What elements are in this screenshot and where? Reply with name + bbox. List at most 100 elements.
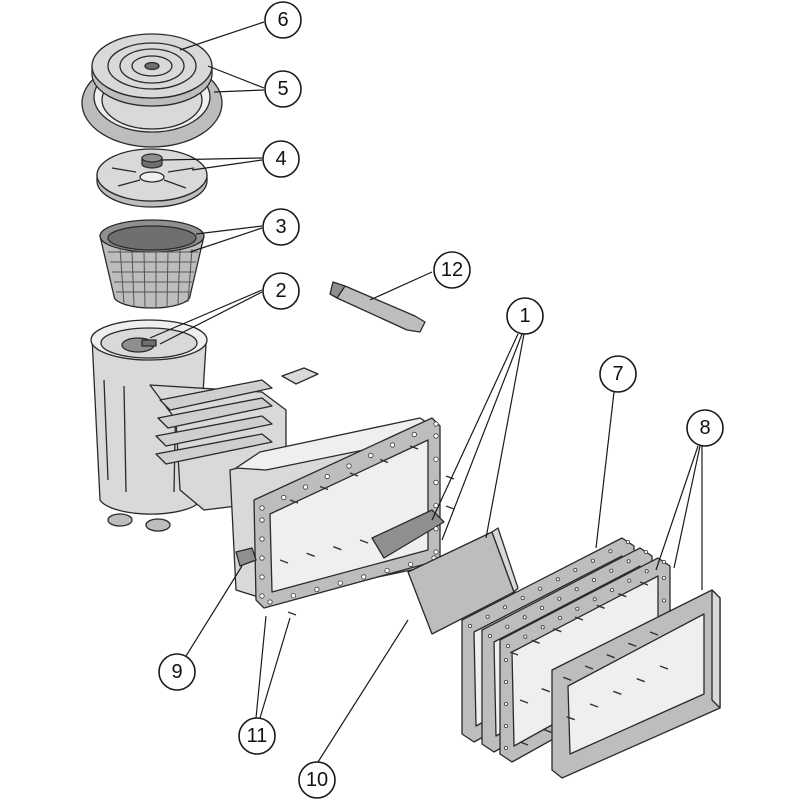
part-9-clip	[235, 547, 257, 567]
callout-1-label: 1	[519, 305, 530, 327]
screw	[553, 628, 562, 633]
callout-9: 9	[158, 653, 196, 691]
callout-3: 3	[262, 208, 300, 246]
hole	[662, 576, 667, 581]
hole	[433, 433, 439, 439]
callout-12: 12	[433, 251, 471, 289]
callout-6-label: 6	[277, 9, 288, 31]
hole	[384, 567, 390, 574]
screw	[319, 485, 329, 491]
hole	[281, 494, 287, 501]
hole	[522, 615, 527, 620]
screw	[636, 678, 645, 683]
hole	[433, 456, 439, 462]
hole	[662, 598, 667, 603]
hole	[573, 568, 578, 573]
hole	[259, 555, 265, 561]
hole	[467, 624, 472, 629]
screw	[306, 552, 315, 557]
hole	[503, 658, 508, 663]
part-4-plate	[96, 148, 208, 208]
hole	[555, 577, 560, 582]
screw	[519, 699, 529, 704]
screw	[543, 728, 552, 733]
hole	[411, 431, 417, 438]
callout-3-label: 3	[275, 216, 286, 238]
screw	[584, 665, 594, 670]
screw	[289, 499, 299, 504]
screw	[589, 703, 599, 708]
callout-10-label: 10	[306, 769, 328, 791]
hole	[302, 484, 309, 490]
hole	[259, 536, 265, 542]
hole	[389, 442, 396, 448]
screw	[379, 458, 389, 464]
screw	[566, 716, 575, 721]
hole	[487, 634, 492, 639]
hole	[540, 606, 545, 611]
callout-1: 1	[506, 297, 544, 335]
body-screws	[279, 445, 455, 616]
hole	[575, 606, 580, 611]
hole	[505, 644, 510, 649]
callout-9-label: 9	[171, 661, 182, 683]
hole	[267, 599, 273, 605]
screw	[613, 690, 622, 695]
screw	[628, 642, 637, 647]
callout-11: 11	[238, 717, 276, 755]
hole	[259, 593, 265, 599]
hole	[503, 702, 508, 707]
callout-4: 4	[262, 140, 300, 178]
hole	[608, 549, 613, 554]
hole	[592, 578, 597, 583]
hole	[337, 580, 343, 586]
hole	[503, 724, 508, 729]
callout-5: 5	[264, 70, 302, 108]
screw	[659, 665, 669, 670]
callout-5-label: 5	[277, 78, 288, 100]
screw	[596, 604, 605, 609]
screw	[279, 559, 289, 564]
screw	[333, 546, 342, 551]
hole	[259, 505, 265, 511]
hole	[346, 463, 352, 469]
hole	[503, 605, 508, 610]
part-12-glue-tube	[329, 281, 426, 333]
callout-2-label: 2	[275, 280, 286, 302]
screw	[618, 593, 627, 598]
leader-lines	[149, 21, 703, 763]
hole	[361, 574, 367, 580]
faceplate-screws	[509, 581, 669, 746]
screw	[574, 616, 584, 621]
callout-11-label: 11	[247, 725, 268, 747]
part-8-faceplate	[551, 589, 721, 779]
part-6-lid	[91, 33, 213, 107]
hole	[505, 624, 510, 629]
hole	[314, 586, 320, 593]
hole	[259, 574, 265, 580]
part-1-weir-flap	[407, 527, 519, 635]
callout-4-label: 4	[275, 148, 286, 170]
hole	[290, 593, 296, 599]
screw	[639, 581, 649, 586]
hole	[662, 560, 667, 565]
hole	[610, 588, 615, 593]
callout-2: 2	[262, 272, 300, 310]
hole	[433, 479, 439, 485]
callout-7-label: 7	[612, 363, 623, 385]
hole	[324, 473, 330, 480]
callout-10: 10	[298, 761, 336, 799]
hole	[590, 558, 595, 563]
screw	[531, 639, 540, 644]
hole	[609, 568, 614, 573]
skimmer-body	[90, 319, 445, 609]
hole	[626, 559, 631, 564]
hole	[538, 586, 543, 591]
screw	[509, 651, 519, 656]
callout-6: 6	[264, 1, 302, 39]
callout-7: 7	[599, 355, 637, 393]
callouts: 6 5 4 3 2 12 1 7	[158, 1, 724, 799]
hole	[433, 549, 439, 555]
hole	[368, 452, 374, 459]
